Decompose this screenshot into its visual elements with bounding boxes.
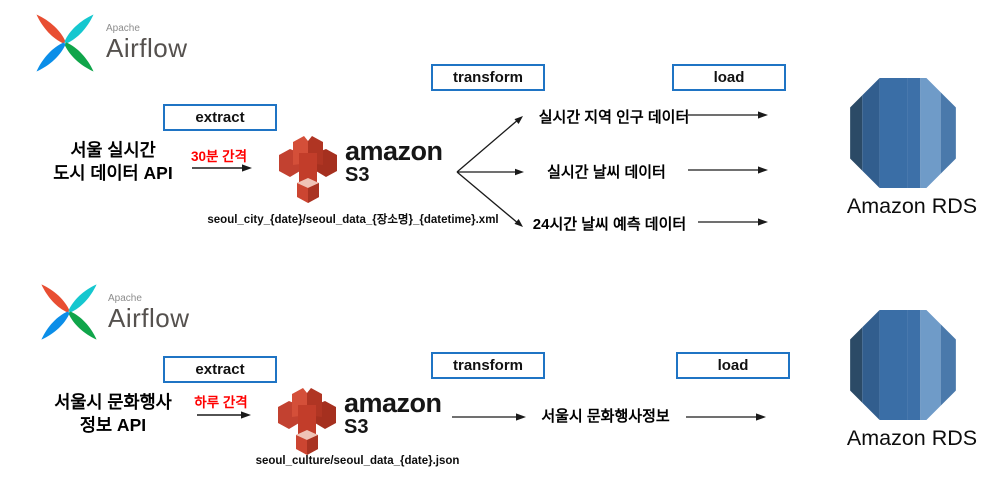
transform-output-label: 실시간 지역 인구 데이터	[538, 109, 690, 126]
source-api-label: 서울 실시간 도시 데이터 API	[53, 140, 173, 183]
airflow-brand-name: Airflow	[108, 303, 190, 333]
interval-label: 하루 간격	[194, 395, 248, 410]
s3-object-path: seoul_culture/seoul_data_{date}.json	[255, 455, 460, 467]
extract-stage-box: extract	[163, 356, 277, 383]
flow-arrow-icon	[688, 166, 768, 174]
fanout-arrows-icon	[456, 115, 524, 227]
source-api-label: 서울시 문화행사 정보 API	[54, 392, 172, 435]
transform-stage-box: transform	[431, 64, 545, 91]
airflow-logo: Apache Airflow	[36, 282, 190, 342]
flow-arrow-icon	[452, 413, 526, 421]
airflow-brand-name: Airflow	[106, 33, 188, 63]
airflow-logo: Apache Airflow	[30, 12, 188, 74]
amazon-rds-database-icon	[850, 310, 956, 420]
amazon-s3-wordmark: amazon S3	[345, 136, 443, 187]
flow-arrow-icon	[192, 164, 252, 172]
transform-output-label: 서울시 문화행사정보	[541, 408, 670, 425]
airflow-brand-apache: Apache	[108, 293, 142, 304]
extract-stage-box: extract	[163, 104, 277, 131]
airflow-brand-apache: Apache	[106, 23, 140, 34]
flow-arrow-icon	[688, 111, 768, 119]
load-stage-box: load	[672, 64, 786, 91]
interval-label: 30분 간격	[190, 149, 248, 164]
flow-arrow-icon	[698, 218, 768, 226]
transform-output-label: 실시간 날씨 데이터	[547, 164, 666, 181]
airflow-pinwheel-icon	[36, 14, 94, 72]
amazon-rds-database-icon	[850, 78, 956, 188]
flow-arrow-icon	[197, 411, 251, 419]
amazon-s3-bucket-icon	[279, 136, 337, 203]
amazon-s3-bucket-icon	[278, 388, 336, 455]
rds-destination-label: Amazon RDS	[846, 194, 978, 218]
amazon-s3-wordmark: amazon S3	[344, 388, 442, 439]
rds-destination-label: Amazon RDS	[846, 426, 978, 450]
s3-service-text: S3	[344, 416, 369, 438]
transform-stage-box: transform	[431, 352, 545, 379]
amazon-brand-text: amazon	[345, 136, 443, 166]
s3-service-text: S3	[345, 164, 370, 186]
flow-arrow-icon	[686, 413, 766, 421]
transform-output-label: 24시간 날씨 예측 데이터	[532, 216, 687, 233]
s3-object-path: seoul_city_{date}/seoul_data_{장소명}_{date…	[207, 214, 499, 226]
load-stage-box: load	[676, 352, 790, 379]
amazon-brand-text: amazon	[344, 388, 442, 418]
airflow-pinwheel-icon	[41, 284, 97, 340]
